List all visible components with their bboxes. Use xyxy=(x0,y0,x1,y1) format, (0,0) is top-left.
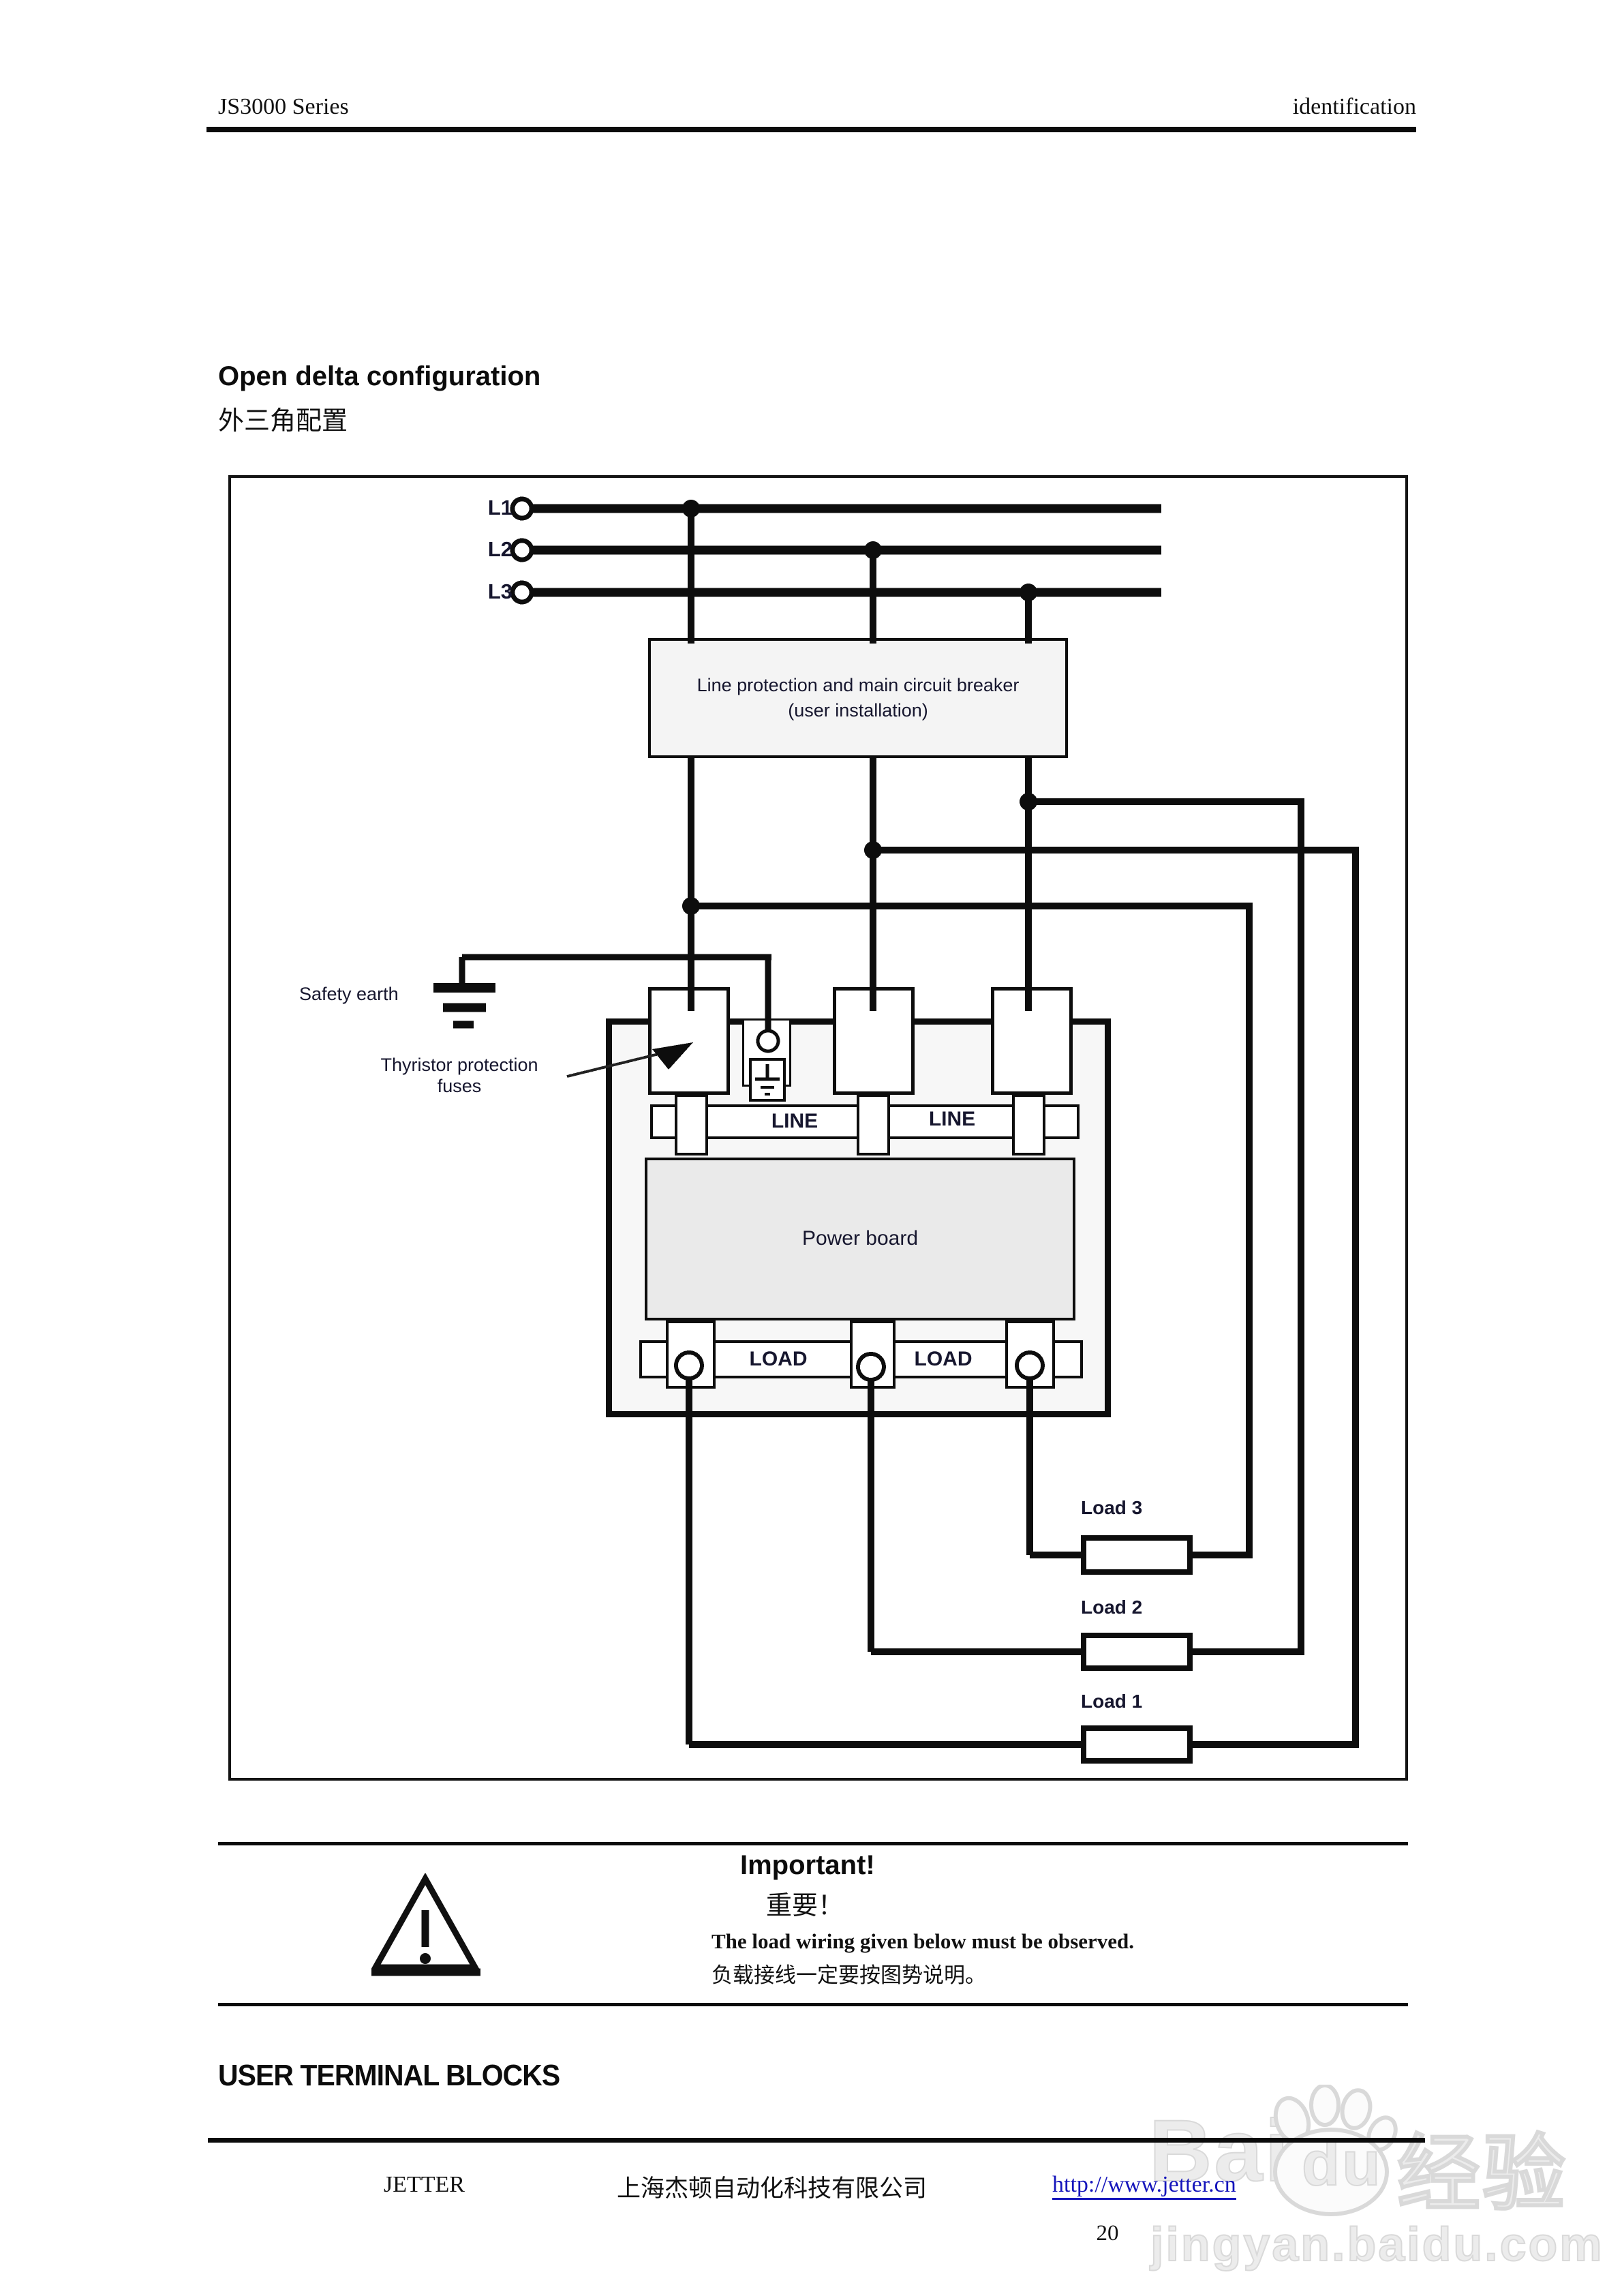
important-title-zh: 重要！ xyxy=(766,1892,844,1920)
footer-brand: JETTER xyxy=(384,2172,465,2197)
warning-triangle-icon xyxy=(371,1873,480,1976)
fuse-2 xyxy=(833,987,915,1095)
thyristor-label-line1: Thyristor protection xyxy=(380,1055,538,1075)
important-rule-top xyxy=(218,1842,1408,1845)
phase-bus-wires xyxy=(531,504,1161,597)
load-pin-1 xyxy=(666,1320,716,1389)
breaker-box: Line protection and main circuit breaker… xyxy=(648,638,1068,758)
important-body-en: The load wiring given below must be obse… xyxy=(711,1929,1135,1953)
breaker-label-line1: Line protection and main circuit breaker xyxy=(697,674,1020,695)
load-1-box xyxy=(1081,1725,1193,1764)
load-3-box xyxy=(1081,1535,1193,1575)
power-board-label: Power board xyxy=(801,1227,919,1250)
page-title-zh: 外三角配置 xyxy=(218,407,348,436)
load-2-label: Load 2 xyxy=(1081,1597,1143,1618)
power-board: Power board xyxy=(645,1158,1075,1320)
line-label-2: LINE xyxy=(928,1108,976,1130)
fuse-3 xyxy=(991,987,1073,1095)
breaker-label-line2: (user installation) xyxy=(788,700,928,721)
phase-input-terminals xyxy=(510,496,534,605)
phase-label-l3: L3 xyxy=(487,579,512,603)
load-pin-3 xyxy=(1005,1320,1055,1389)
footer-rule xyxy=(208,2138,1425,2143)
line-pin-3 xyxy=(1012,1094,1045,1155)
load-label-1: LOAD xyxy=(749,1348,808,1370)
line-pin-1 xyxy=(675,1094,708,1155)
footer-company-zh: 上海杰顿自动化科技有限公司 xyxy=(617,2175,928,2202)
fuse-1 xyxy=(648,987,730,1095)
load-1-label: Load 1 xyxy=(1081,1691,1143,1712)
page-title: Open delta configuration xyxy=(218,361,541,391)
safety-earth-label: Safety earth xyxy=(299,984,399,1004)
earth-symbol xyxy=(433,983,495,1029)
watermark-domain: jingyan.baidu.com xyxy=(1150,2217,1604,2271)
important-title: Important! xyxy=(740,1850,875,1880)
thyristor-fuses-label: Thyristor protection fuses xyxy=(354,1055,565,1097)
earth-terminal-box xyxy=(749,1058,786,1102)
line-label-1: LINE xyxy=(771,1110,818,1132)
load-pin-2 xyxy=(850,1320,896,1389)
page-number: 20 xyxy=(1096,2221,1119,2246)
user-terminal-blocks-heading: USER TERMINAL BLOCKS xyxy=(218,2059,560,2092)
phase-label-l1: L1 xyxy=(487,496,512,519)
header-rule xyxy=(206,127,1416,132)
header-left: JS3000 Series xyxy=(218,94,349,119)
header-right: identification xyxy=(1292,94,1416,119)
wiring-diagram: Line protection and main circuit breaker… xyxy=(228,475,1408,1781)
phase-label-l2: L2 xyxy=(487,537,512,561)
watermark-brand-zh: 经验 xyxy=(1396,2127,1567,2221)
thyristor-label-line2: fuses xyxy=(437,1076,482,1097)
load-3-label: Load 3 xyxy=(1081,1497,1143,1518)
load-label-2: LOAD xyxy=(914,1348,973,1370)
line-pin-2 xyxy=(857,1094,890,1155)
footer-url-link[interactable]: http://www.jetter.cn xyxy=(1052,2172,1236,2200)
important-rule-bottom xyxy=(218,2003,1408,2006)
watermark-brand-left: Bai xyxy=(1148,2102,1291,2201)
load-2-box xyxy=(1081,1633,1193,1671)
important-body-zh: 负载接线一定要按图势说明。 xyxy=(711,1963,986,1987)
